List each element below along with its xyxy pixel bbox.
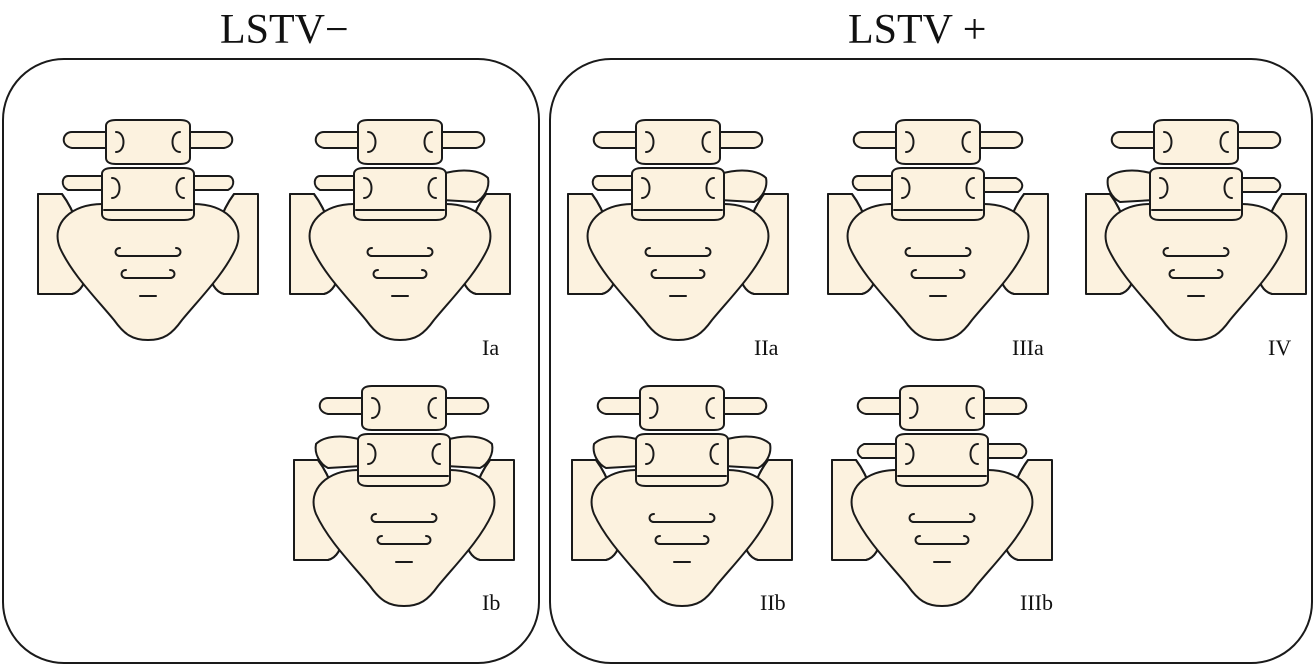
spine-figure-iib [566, 384, 798, 614]
sacrum [588, 204, 769, 340]
figure-label-iv: IV [1268, 335, 1291, 361]
l4-left-transverse-process [1112, 132, 1154, 148]
l4-vertebral-body [636, 120, 720, 164]
l5-vertebral-body [102, 168, 194, 220]
spine-figure-normal [32, 118, 264, 348]
figure-label-ib: Ib [482, 590, 500, 616]
l4-right-transverse-process [1238, 132, 1280, 148]
heading-lstv-positive: LSTV + [848, 2, 986, 58]
l5-vertebral-body [1150, 168, 1242, 220]
l4-left-transverse-process [594, 132, 636, 148]
sacrum [1106, 204, 1287, 340]
l4-left-transverse-process [320, 398, 362, 414]
l4-left-transverse-process [316, 132, 358, 148]
l4-right-transverse-process [720, 132, 762, 148]
l4-vertebral-body [1154, 120, 1238, 164]
l4-right-transverse-process [442, 132, 484, 148]
l4-vertebral-body [900, 386, 984, 430]
l5-vertebral-body [354, 168, 446, 220]
l4-vertebral-body [106, 120, 190, 164]
l4-vertebral-body [640, 386, 724, 430]
l4-vertebral-body [358, 120, 442, 164]
sacrum [314, 470, 495, 606]
l4-left-transverse-process [64, 132, 106, 148]
l4-right-transverse-process [724, 398, 766, 414]
l4-left-transverse-process [858, 398, 900, 414]
spine-figure-ib [288, 384, 520, 614]
l4-vertebral-body [362, 386, 446, 430]
heading-lstv-negative: LSTV− [220, 2, 349, 58]
l4-left-transverse-process [854, 132, 896, 148]
l4-left-transverse-process [598, 398, 640, 414]
sacrum [852, 470, 1033, 606]
sacrum [58, 204, 239, 340]
spine-figure-iv [1080, 118, 1312, 348]
spine-figure-iiib [826, 384, 1058, 614]
l4-right-transverse-process [190, 132, 232, 148]
l5-vertebral-body [358, 434, 450, 486]
sacrum [592, 470, 773, 606]
l5-vertebral-body [892, 168, 984, 220]
figure-label-iiib: IIIb [1020, 590, 1053, 616]
l5-vertebral-body [636, 434, 728, 486]
figure-label-iia: IIa [754, 335, 778, 361]
figure-label-iib: IIb [760, 590, 786, 616]
l4-right-transverse-process [446, 398, 488, 414]
figure-label-ia: Ia [482, 335, 499, 361]
sacrum [310, 204, 491, 340]
sacrum [848, 204, 1029, 340]
l5-vertebral-body [896, 434, 988, 486]
spine-figure-iia [562, 118, 794, 348]
l5-vertebral-body [632, 168, 724, 220]
figure-label-iiia: IIIa [1012, 335, 1044, 361]
spine-figure-iiia [822, 118, 1054, 348]
l4-vertebral-body [896, 120, 980, 164]
l4-right-transverse-process [984, 398, 1026, 414]
l4-right-transverse-process [980, 132, 1022, 148]
spine-figure-ia [284, 118, 516, 348]
